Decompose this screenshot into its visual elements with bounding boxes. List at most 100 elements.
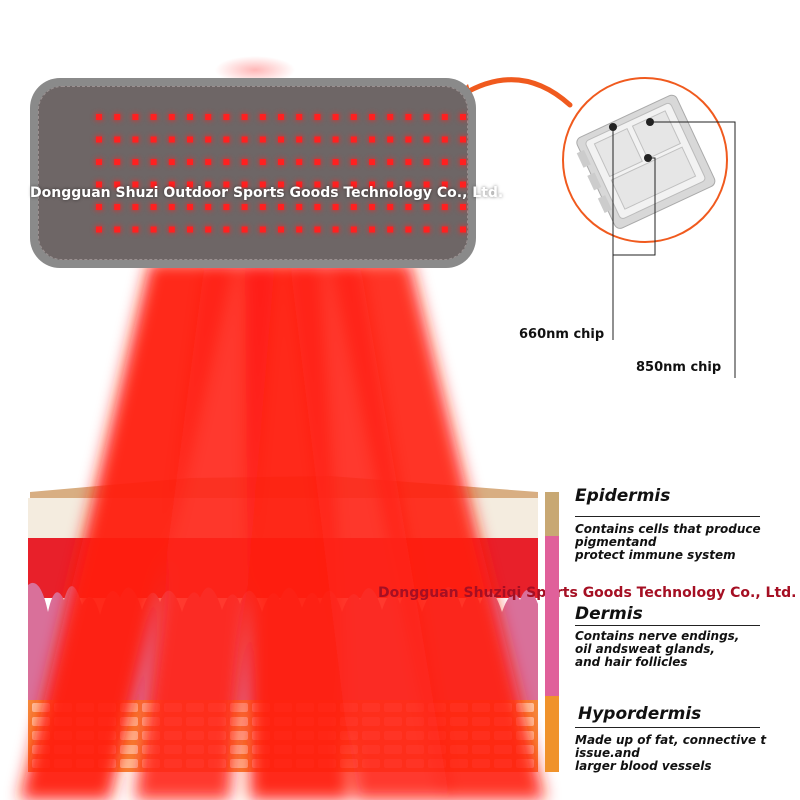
led (150, 114, 157, 120)
led (96, 136, 102, 143)
led (96, 204, 102, 210)
led (132, 114, 139, 120)
led (405, 226, 412, 233)
led (132, 136, 139, 143)
led (205, 136, 212, 143)
dermis-desc-line-1: Contains nerve endings, (575, 629, 740, 643)
led (259, 226, 266, 233)
light-therapy-belt (30, 78, 476, 268)
hypodermis-desc-line-3: larger blood vessels (575, 759, 712, 773)
led (296, 204, 303, 210)
led (278, 136, 284, 143)
dermis-rule (575, 625, 760, 626)
led (241, 159, 248, 165)
led (460, 114, 466, 120)
led (114, 159, 121, 165)
led (441, 204, 448, 210)
led (369, 204, 375, 210)
led (350, 136, 357, 143)
led (278, 159, 284, 165)
led (460, 204, 466, 210)
epidermis-description: Contains cells that produce pigmentand p… (575, 523, 795, 562)
led (441, 226, 448, 233)
led (278, 204, 284, 210)
led (314, 204, 321, 210)
led (369, 114, 375, 120)
led (350, 114, 357, 120)
led (405, 181, 412, 188)
led (205, 159, 212, 165)
led (314, 159, 321, 165)
led (296, 226, 303, 233)
led (369, 136, 375, 143)
led (187, 226, 193, 233)
led (405, 204, 412, 210)
led (132, 226, 139, 233)
hypodermis-description: Made up of fat, connective t issue.and l… (575, 734, 795, 773)
hypodermis-desc-line-2: issue.and (575, 746, 640, 760)
led (168, 204, 175, 210)
led (423, 181, 430, 188)
led (314, 181, 321, 188)
led (223, 136, 230, 143)
led (405, 159, 412, 165)
dermis-title: Dermis (575, 604, 643, 624)
led (96, 114, 102, 120)
led (296, 181, 303, 188)
dermis-desc-line-2: oil andsweat glands, (575, 642, 715, 656)
led (223, 159, 230, 165)
led (387, 114, 394, 120)
led (441, 181, 448, 188)
epidermis-rule (575, 516, 760, 517)
chip-850nm-label: 850nm chip (636, 360, 722, 375)
led (259, 136, 266, 143)
led (187, 204, 193, 210)
led (278, 181, 284, 188)
led (114, 204, 121, 210)
led (369, 159, 375, 165)
led (332, 136, 339, 143)
led (241, 136, 248, 143)
led (150, 159, 157, 165)
led (241, 204, 248, 210)
led (205, 204, 212, 210)
led (369, 226, 375, 233)
led (423, 114, 430, 120)
led (460, 226, 466, 233)
led (168, 181, 175, 188)
arrow-to-chip-icon (459, 77, 573, 108)
led (259, 204, 266, 210)
dermis-description: Contains nerve endings, oil andsweat gla… (575, 630, 795, 669)
hypodermis-rule (575, 727, 760, 728)
led (350, 226, 357, 233)
led (259, 159, 266, 165)
chip-660nm-label: 660nm chip (519, 327, 605, 342)
led (150, 226, 157, 233)
led (114, 181, 121, 188)
led (187, 136, 193, 143)
led (332, 159, 339, 165)
led-chip-diagram (562, 77, 736, 378)
led (423, 204, 430, 210)
led (96, 226, 102, 233)
led (387, 181, 394, 188)
epidermis-desc-line-3: protect immune system (575, 548, 736, 562)
led (205, 114, 212, 120)
led (241, 226, 248, 233)
led (114, 226, 121, 233)
led (259, 181, 266, 188)
led (168, 226, 175, 233)
led (314, 114, 321, 120)
led (332, 226, 339, 233)
watermark-top: Dongguan Shuzi Outdoor Sports Goods Tech… (30, 185, 504, 201)
led (114, 136, 121, 143)
epidermis-color-bar (545, 492, 559, 536)
led (387, 136, 394, 143)
led (405, 136, 412, 143)
led (423, 226, 430, 233)
led (332, 114, 339, 120)
led (332, 204, 339, 210)
led (350, 159, 357, 165)
watermark-middle: Dongguan Shuziqi Sports Goods Technology… (378, 585, 797, 601)
